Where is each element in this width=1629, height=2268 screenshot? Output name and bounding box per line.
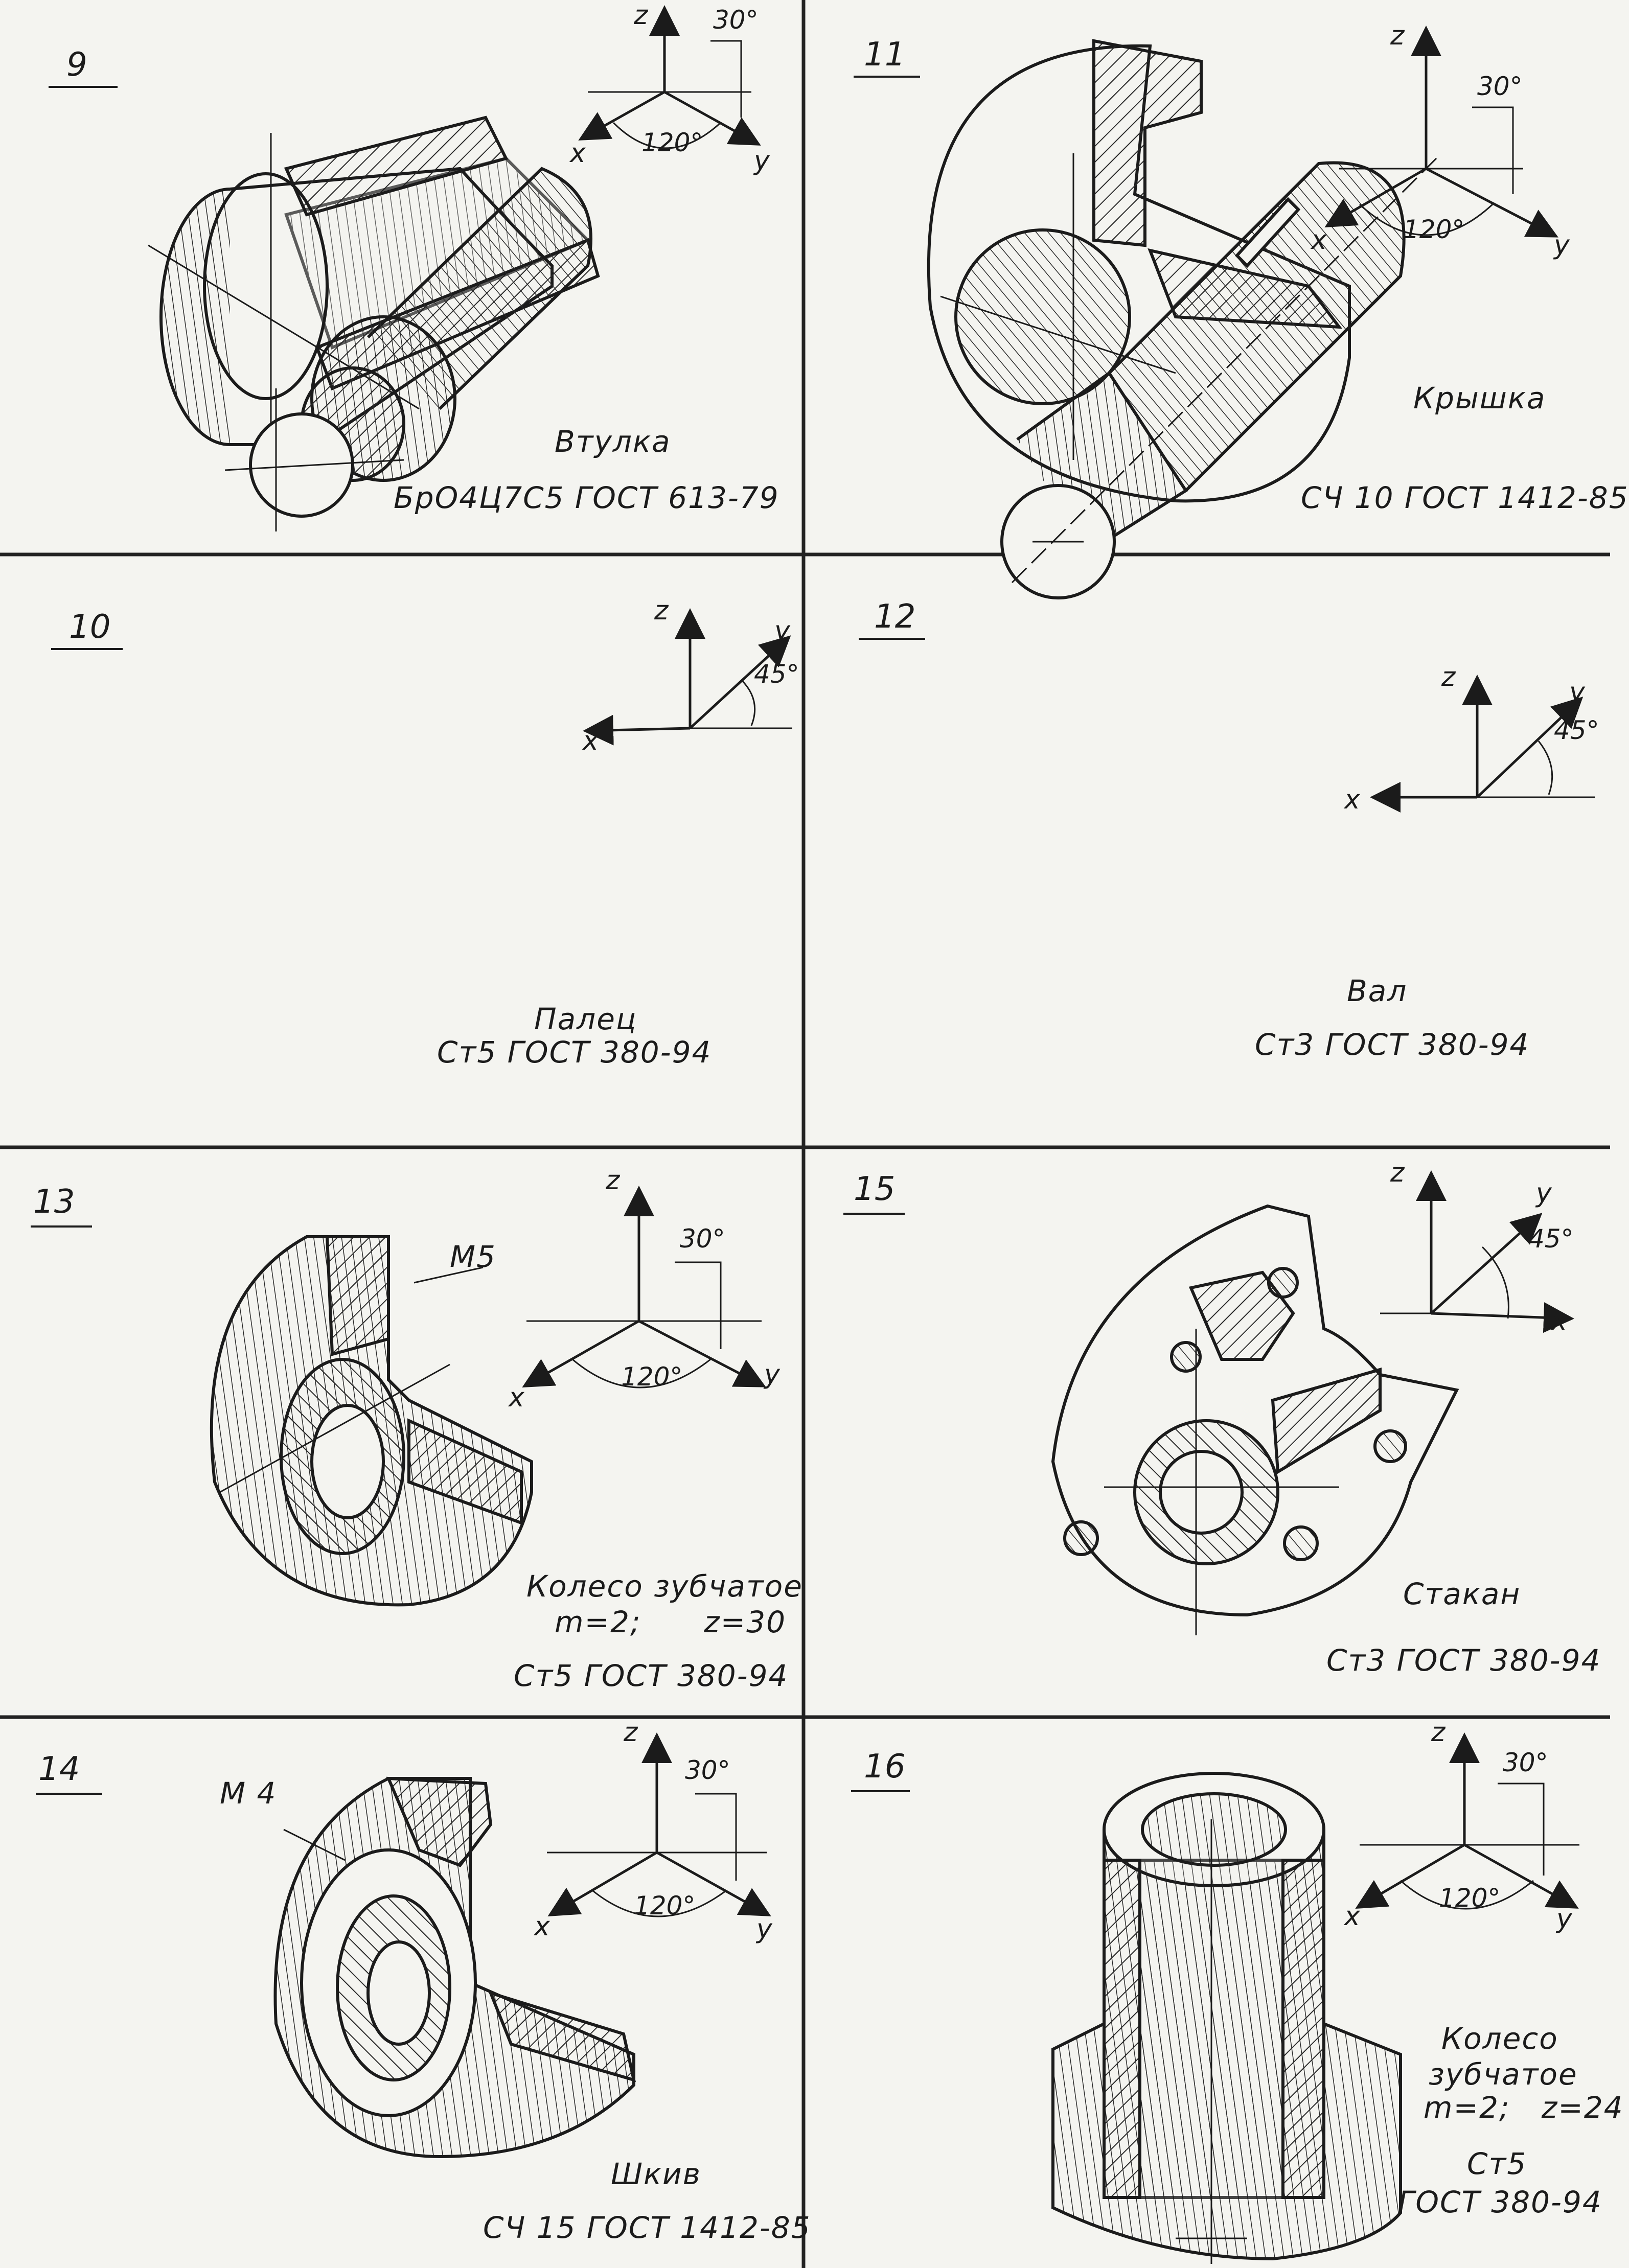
panel-14-name: Шкив (611, 2157, 701, 2191)
panel-15-axis-x: x (1551, 1306, 1567, 1336)
panel-15-material: Ст3 ГОСТ 380-94 (1326, 1643, 1601, 1678)
panel-15-number: 15 (854, 1170, 896, 1208)
panel-12-axis-z: z (1441, 662, 1456, 692)
panel-13-name: Колесо зубчатое (526, 1569, 803, 1604)
part-shaft-drawing (1000, 152, 1442, 599)
panel-13-angle-bottom: 120° (621, 1362, 683, 1392)
panel-10-axis-z: z (654, 595, 669, 626)
axes-iso-13 (522, 1186, 766, 1388)
panel-11-angle-top: 30° (1477, 72, 1523, 101)
axes-oblique-10 (583, 608, 792, 746)
panel-10-axis-x: x (583, 726, 599, 756)
axes-iso-9 (578, 5, 761, 149)
axes-iso-16 (1355, 1732, 1579, 1910)
panel-14-axis-x: x (534, 1911, 550, 1942)
panel-12-name: Вал (1347, 974, 1408, 1008)
panel-13-callout: M5 (450, 1239, 496, 1274)
axes-oblique-12 (1370, 675, 1595, 813)
panel-14-angle-bottom: 120° (634, 1891, 696, 1920)
panel-13-number: 13 (33, 1183, 75, 1221)
panel-9-material: БрО4Ц7С5 ГОСТ 613-79 (394, 480, 779, 515)
panel-14-material: СЧ 15 ГОСТ 1412-85 (483, 2210, 811, 2245)
panel-9-number: 9 (66, 46, 87, 84)
panel-9-angle-bottom: 120° (641, 128, 703, 157)
axes-iso-11 (1324, 26, 1558, 238)
panel-12-material: Ст3 ГОСТ 380-94 (1255, 1027, 1530, 1062)
part-pin-drawing (224, 167, 592, 531)
panel-11-angle-bottom: 120° (1403, 215, 1465, 244)
panel-13-axis-y: y (764, 1359, 780, 1390)
panel-10-number: 10 (69, 608, 111, 646)
panel-14-callout: M 4 (220, 1776, 277, 1811)
panel-16-angle-bottom: 120° (1439, 1883, 1501, 1913)
panel-13-params: m=2; z=30 (555, 1605, 787, 1639)
number-underlines (31, 76, 925, 1795)
part-pulley-drawing (273, 1776, 636, 2159)
panel-15-angle: 45° (1528, 1224, 1574, 1254)
panel-10-material: Ст5 ГОСТ 380-94 (437, 1035, 712, 1070)
panel-16-angle-top: 30° (1503, 1748, 1548, 1777)
panel-16-name-line2: зубчатое (1429, 2057, 1578, 2092)
panel-13-axis-z: z (606, 1165, 620, 1196)
panel-9-angle-top: 30° (713, 5, 759, 35)
panel-15-axis-z: z (1390, 1158, 1405, 1188)
panel-9-name: Втулка (555, 424, 671, 459)
panel-11-number: 11 (864, 36, 906, 74)
panel-16-material-line1: Ст5 (1467, 2146, 1527, 2181)
panel-13-material: Ст5 ГОСТ 380-94 (514, 1658, 789, 1693)
panel-16-name-line1: Колесо (1441, 2021, 1558, 2056)
part-gear-wheel-drawing (210, 1235, 533, 1607)
panel-10-name: Палец (534, 1002, 637, 1036)
panel-9-axis-y: y (754, 146, 770, 176)
panel-16-axis-z: z (1431, 1717, 1446, 1748)
panel-9-axis-x: x (570, 138, 586, 169)
panel-10-angle: 45° (754, 659, 799, 689)
panel-12-number: 12 (874, 598, 916, 636)
panel-11-axis-z: z (1390, 20, 1405, 51)
panel-11-axis-y: y (1554, 230, 1570, 261)
panel-14-axis-y: y (756, 1914, 772, 1945)
panel-15-axis-y: y (1536, 1178, 1552, 1209)
panel-14-axis-z: z (624, 1717, 638, 1748)
panel-16-axis-x: x (1344, 1901, 1360, 1932)
panel-16-axis-y: y (1556, 1904, 1572, 1934)
panel-16-material-line2: ГОСТ 380-94 (1398, 2185, 1602, 2219)
panel-13-angle-top: 30° (680, 1224, 725, 1254)
panel-15-name: Стакан (1403, 1577, 1521, 1611)
panel-11-name: Крышка (1413, 381, 1546, 415)
part-cup-drawing (1051, 1204, 1459, 1635)
panel-13-axis-x: x (509, 1382, 524, 1413)
part-gear-sleeve-drawing (1051, 1772, 1402, 2264)
panel-14-number: 14 (38, 1750, 80, 1788)
panel-12-axis-y: y (1569, 677, 1585, 708)
axes-iso-14 (547, 1732, 771, 1917)
panel-11-axis-x: x (1311, 225, 1327, 256)
panel-16-number: 16 (864, 1748, 906, 1786)
panel-9-axis-z: z (634, 0, 648, 31)
panel-14-angle-top: 30° (685, 1755, 730, 1785)
panel-16-params: m=2; z=24 (1424, 2090, 1624, 2125)
axes-oblique-15 (1380, 1170, 1574, 1333)
panel-11-material: СЧ 10 ГОСТ 1412-85 (1301, 480, 1629, 515)
panel-12-axis-x: x (1344, 784, 1360, 815)
panel-12-angle: 45° (1554, 715, 1599, 745)
panel-10-axis-y: y (774, 616, 790, 646)
